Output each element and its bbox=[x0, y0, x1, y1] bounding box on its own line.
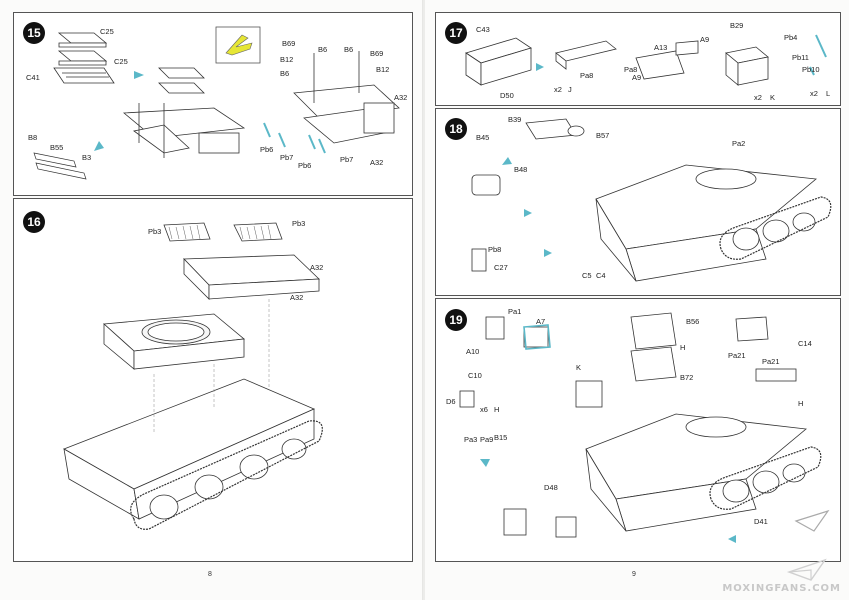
part-label: C25 bbox=[114, 57, 128, 66]
part-label: B3 bbox=[82, 153, 92, 162]
part-label: C14 bbox=[798, 339, 812, 348]
page-gutter bbox=[422, 0, 426, 600]
part-label: C5 bbox=[582, 271, 592, 280]
part-label: Pa21 bbox=[728, 351, 746, 360]
part-label: Pa1 bbox=[508, 307, 522, 316]
part-label: B69 bbox=[282, 39, 296, 48]
part-label: Pb10 bbox=[802, 65, 820, 74]
part-label: B6 bbox=[280, 69, 290, 78]
part-label: A9 bbox=[632, 73, 642, 82]
part-label: B12 bbox=[280, 55, 294, 64]
paper-plane-logo-icon bbox=[786, 558, 827, 581]
part-label: C41 bbox=[26, 73, 40, 82]
step-number-badge: 15 bbox=[23, 22, 45, 44]
part-label: Pb8 bbox=[488, 245, 502, 254]
part-label: B57 bbox=[596, 131, 610, 140]
part-label: Pb7 bbox=[340, 155, 354, 164]
part-label: D50 bbox=[500, 91, 514, 100]
part-label: D41 bbox=[754, 517, 768, 526]
page-number: 9 bbox=[632, 571, 636, 578]
step-18-diagram bbox=[471, 118, 832, 282]
part-label: B45 bbox=[476, 133, 490, 142]
step-17-panel: 17 C43 D50 Pa8 x2 J Pa8 bbox=[435, 12, 841, 106]
part-label: x6 bbox=[480, 405, 488, 414]
part-label: C10 bbox=[468, 371, 482, 380]
part-label: B72 bbox=[680, 373, 694, 382]
part-label: B55 bbox=[50, 143, 64, 152]
part-label: A32 bbox=[310, 263, 324, 272]
part-label: B39 bbox=[508, 115, 522, 124]
part-label: Pb7 bbox=[280, 153, 294, 162]
part-label: D48 bbox=[544, 483, 558, 492]
part-label: L bbox=[826, 89, 831, 98]
part-label: C4 bbox=[596, 271, 606, 280]
part-label: B29 bbox=[730, 21, 744, 30]
step-18-panel: 18 bbox=[435, 108, 841, 296]
part-label: C25 bbox=[100, 27, 114, 36]
part-label: K bbox=[770, 93, 776, 102]
part-label: Pa9 bbox=[480, 435, 494, 444]
part-label: Pb6 bbox=[260, 145, 274, 154]
step-19-diagram bbox=[459, 312, 830, 543]
part-label: A32 bbox=[290, 293, 304, 302]
part-label: H bbox=[798, 399, 804, 408]
part-label: B6 bbox=[344, 45, 354, 54]
part-label: Pb4 bbox=[784, 33, 798, 42]
part-label: Pa2 bbox=[732, 139, 746, 148]
part-label: K bbox=[576, 363, 582, 372]
step-16-diagram bbox=[63, 222, 323, 530]
page-number: 8 bbox=[208, 571, 212, 578]
part-label: B6 bbox=[318, 45, 328, 54]
part-label: x2 bbox=[754, 93, 762, 102]
part-label: A32 bbox=[370, 158, 384, 167]
step-15-diagram bbox=[33, 26, 400, 180]
part-label: Pa8 bbox=[624, 65, 638, 74]
part-label: x2 bbox=[810, 89, 818, 98]
part-label: H bbox=[494, 405, 500, 414]
step-number-badge: 19 bbox=[445, 309, 467, 331]
part-label: B15 bbox=[494, 433, 508, 442]
part-label: B69 bbox=[370, 49, 384, 58]
instruction-page-left: 15 bbox=[0, 0, 424, 600]
part-label: B48 bbox=[514, 165, 528, 174]
step-16-panel: 16 bbox=[13, 198, 413, 562]
part-label: Pb11 bbox=[792, 53, 809, 62]
part-label: D6 bbox=[446, 397, 456, 406]
part-label: B12 bbox=[376, 65, 390, 74]
step-19-panel: 19 bbox=[435, 298, 841, 562]
part-label: A10 bbox=[466, 347, 480, 356]
step-17-diagram bbox=[465, 34, 827, 86]
part-label: A7 bbox=[536, 317, 546, 326]
part-label: H bbox=[680, 343, 686, 352]
step-number-badge: 16 bbox=[23, 211, 45, 233]
part-label: C43 bbox=[476, 25, 490, 34]
part-label: Pb3 bbox=[292, 219, 306, 228]
step-number-badge: 18 bbox=[445, 118, 467, 140]
part-label: Pa21 bbox=[762, 357, 780, 366]
part-label: B56 bbox=[686, 317, 700, 326]
part-label: A32 bbox=[394, 93, 408, 102]
watermark: MOXINGFANS.COM bbox=[722, 583, 841, 594]
part-label: Pa8 bbox=[580, 71, 594, 80]
part-label: C27 bbox=[494, 263, 508, 272]
part-label: Pb6 bbox=[298, 161, 312, 170]
part-label: A9 bbox=[700, 35, 710, 44]
part-label: A13 bbox=[654, 43, 668, 52]
part-label: J bbox=[568, 85, 572, 94]
part-label: Pb3 bbox=[148, 227, 162, 236]
part-label: Pa3 bbox=[464, 435, 478, 444]
part-label: x2 bbox=[554, 85, 562, 94]
instruction-page-right: 17 C43 D50 Pa8 x2 J Pa8 bbox=[425, 0, 849, 600]
step-15-panel: 15 bbox=[13, 12, 413, 196]
part-label: B8 bbox=[28, 133, 38, 142]
step-number-badge: 17 bbox=[445, 22, 467, 44]
